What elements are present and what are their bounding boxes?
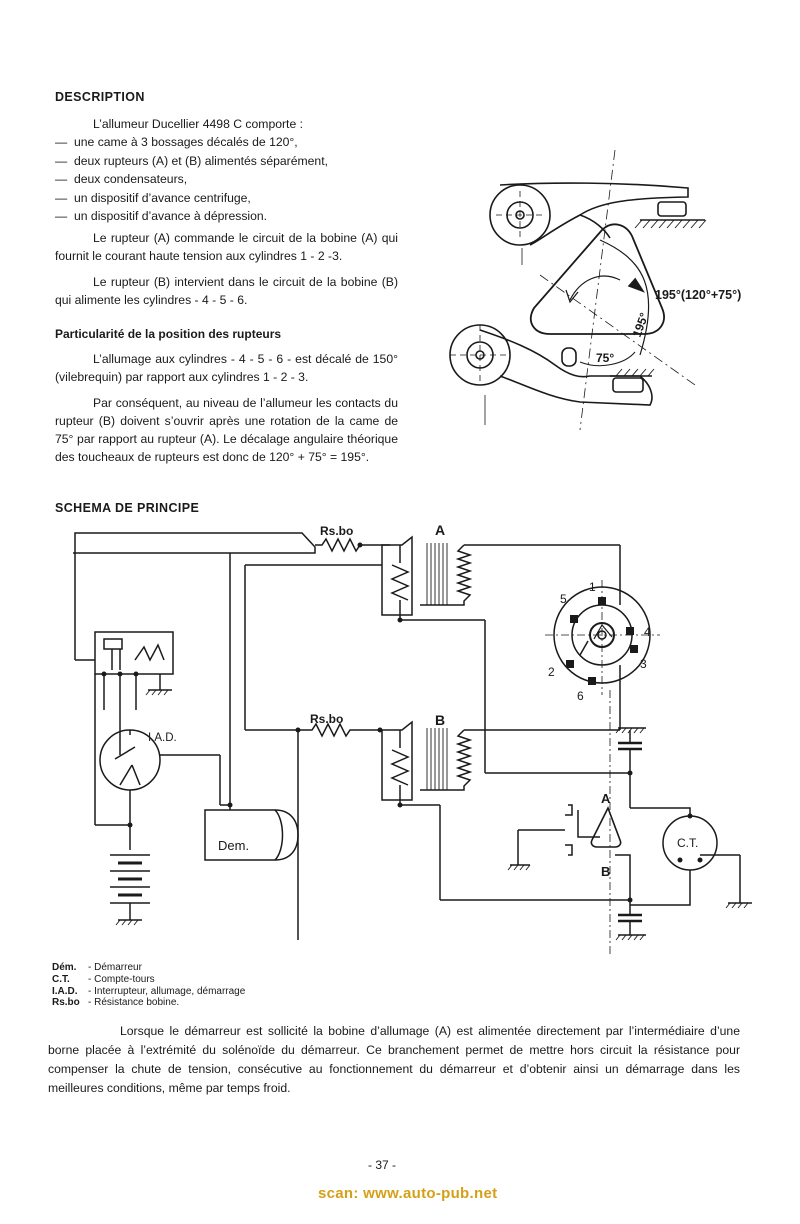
cam-angle-195-label: 195° xyxy=(630,311,652,339)
description-para-1: Le rupteur (A) commande le circuit de la… xyxy=(55,231,398,263)
rupteur-a-label: A xyxy=(601,791,611,806)
cylinder-2-label: 2 xyxy=(548,665,555,679)
iad-label: I.A.D. xyxy=(148,732,177,744)
page-number: - 37 - xyxy=(368,1158,397,1172)
list-item: deux condensateurs, xyxy=(55,170,400,189)
list-item: un dispositif d’avance centrifuge, xyxy=(55,189,400,208)
coil-a-secondary xyxy=(420,544,473,606)
lower-contact xyxy=(612,377,644,393)
legend-row: Dém.Démarreur xyxy=(52,962,245,974)
cylinder-5-label: 5 xyxy=(560,592,567,606)
rsbo-bottom-label: Rs.bo xyxy=(310,712,343,726)
description-title: DESCRIPTION xyxy=(55,90,145,104)
cylinder-4-label: 4 xyxy=(644,625,651,639)
cylinder-6-label: 6 xyxy=(577,689,584,703)
battery xyxy=(110,825,150,926)
description-list: une came à 3 bossages décalés de 120°, d… xyxy=(55,133,400,226)
legend: Dém.Démarreur C.T.Compte-tours I.A.D.Int… xyxy=(52,962,245,1009)
resistor-top xyxy=(315,537,370,553)
coil-b-secondary xyxy=(420,729,473,791)
conclusion-paragraph: Lorsque le démarreur est sollicité la bo… xyxy=(48,1024,740,1095)
legend-row: C.T.Compte-tours xyxy=(52,974,245,986)
wire-outer xyxy=(73,532,316,660)
particularite-para-1: L’allumage aux cylindres - 4 - 5 - 6 - e… xyxy=(55,352,398,384)
rupteur-cam xyxy=(590,806,622,848)
particularite-para-2: Par conséquent, au niveau de l’allumeur … xyxy=(55,396,398,464)
coil-b-label: B xyxy=(435,712,445,728)
coil-b-primary xyxy=(390,749,410,786)
condenser-top xyxy=(615,727,646,773)
tachometer-label: C.T. xyxy=(677,836,698,850)
cylinder-3-label: 3 xyxy=(640,657,647,671)
resistor-bottom xyxy=(302,722,380,738)
cylinder-1-label: 1 xyxy=(589,580,596,594)
upper-contact xyxy=(657,201,687,217)
description-intro: L’allumeur Ducellier 4498 C comporte : xyxy=(93,117,303,131)
rsbo-top-label: Rs.bo xyxy=(320,524,353,538)
schema-title: SCHEMA DE PRINCIPE xyxy=(55,501,200,515)
legend-row: I.A.D.Interrupteur, allumage, démarrage xyxy=(52,986,245,998)
starter-label: Dem. xyxy=(218,838,249,853)
list-item: un dispositif d’avance à dépression. xyxy=(55,207,400,226)
coil-a-label: A xyxy=(435,522,445,538)
upper-pivot xyxy=(489,184,551,246)
cam-triangle xyxy=(529,223,665,335)
list-item: une came à 3 bossages décalés de 120°, xyxy=(55,133,400,152)
condenser-bottom xyxy=(615,900,646,941)
cam-rupteur-figure: 195°(120°+75°) 195° 75° xyxy=(449,149,741,431)
coil-a-primary xyxy=(390,564,410,601)
list-item: deux rupteurs (A) et (B) alimentés sépar… xyxy=(55,152,400,171)
upper-rupteur-arm xyxy=(499,182,689,246)
schema-diagram: Rs.bo Rs.bo A B I.A.D. Dem. C.T. A B 1 2… xyxy=(73,522,752,955)
description-para-2: Le rupteur (B) intervient dans le circui… xyxy=(55,275,398,307)
watermark: scan: www.auto-pub.net xyxy=(318,1185,498,1202)
legend-row: Rs.boRésistance bobine. xyxy=(52,997,245,1009)
cam-angle-total-label: 195°(120°+75°) xyxy=(655,288,741,302)
cam-angle-75-label: 75° xyxy=(596,351,614,365)
rupteur-b-label: B xyxy=(601,864,610,879)
particularite-title: Particularité de la position des rupteur… xyxy=(55,327,282,341)
